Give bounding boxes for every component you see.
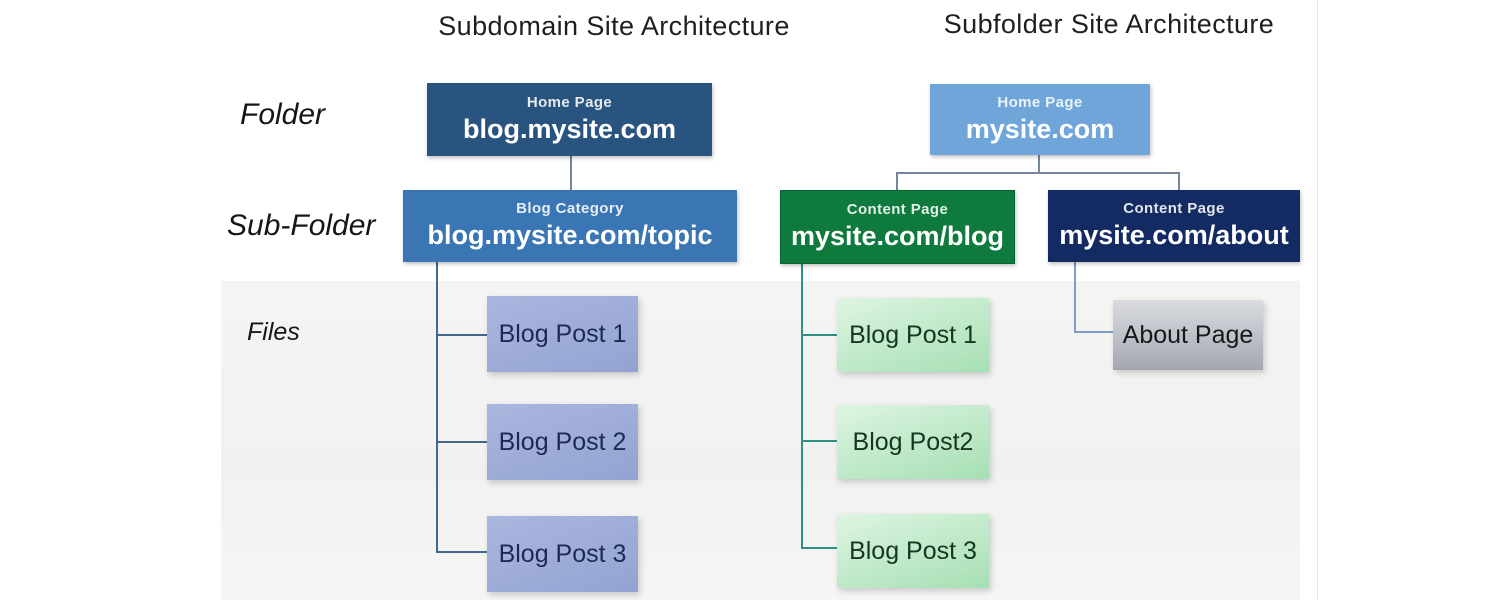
connector-subdomain-post2-stub (437, 441, 487, 443)
connector-subfolder-files-trunk (801, 262, 803, 549)
connector-subfolder-about-drop (1178, 172, 1180, 191)
connector-subfolder-post2-stub (802, 440, 838, 442)
subdomain-blog-post-3: Blog Post 3 (487, 516, 638, 592)
connector-about-horizontal (1074, 331, 1114, 333)
about-page-label: About Page (1122, 320, 1254, 349)
connector-subdomain-home-to-category (570, 156, 572, 191)
about-page-node: About Page (1113, 300, 1263, 370)
node-url: blog.mysite.com (462, 113, 677, 144)
post-label: Blog Post 2 (498, 427, 627, 456)
page-type-label: Home Page (997, 93, 1083, 111)
subfolder-blog-post-2: Blog Post2 (837, 405, 989, 479)
connector-subfolder-post3-stub (802, 547, 838, 549)
subdomain-category-node: Blog Category blog.mysite.com/topic (403, 190, 737, 262)
connector-subdomain-post1-stub (437, 334, 487, 336)
node-url: mysite.com/about (1059, 220, 1289, 251)
node-url: blog.mysite.com/topic (427, 220, 713, 251)
subdomain-home-node: Home Page blog.mysite.com (427, 83, 712, 156)
connector-about-vertical (1074, 262, 1076, 333)
post-label: Blog Post 1 (498, 319, 627, 348)
post-label: Blog Post 1 (849, 320, 977, 349)
subdomain-architecture-title: Subdomain Site Architecture (438, 11, 790, 41)
subfolder-blog-post-3: Blog Post 3 (837, 514, 989, 588)
connector-subfolder-home-stub (1038, 155, 1040, 173)
subfolder-about-node: Content Page mysite.com/about (1048, 190, 1300, 262)
node-url: mysite.com/blog (790, 221, 1005, 252)
subdomain-blog-post-1: Blog Post 1 (487, 296, 638, 372)
connector-subdomain-post3-stub (437, 551, 487, 553)
subfolder-home-node: Home Page mysite.com (930, 84, 1150, 155)
page-type-label: Blog Category (516, 200, 624, 218)
row-label-folder: Folder (240, 98, 326, 131)
subfolder-architecture-title: Subfolder Site Architecture (943, 9, 1275, 39)
row-label-subfolder: Sub-Folder (227, 209, 376, 242)
post-label: Blog Post 3 (849, 536, 977, 565)
post-label: Blog Post 3 (498, 539, 627, 568)
subfolder-blog-post-1: Blog Post 1 (837, 298, 989, 372)
vertical-divider-line (1317, 0, 1318, 600)
connector-subfolder-branch-horizontal (896, 172, 1180, 174)
row-label-files: Files (247, 318, 300, 346)
page-type-label: Home Page (526, 93, 613, 111)
connector-subfolder-blog-drop (896, 172, 898, 191)
node-url: mysite.com (965, 113, 1115, 144)
connector-subfolder-post1-stub (802, 334, 838, 336)
connector-subdomain-files-trunk (436, 262, 438, 553)
post-label: Blog Post2 (852, 427, 974, 456)
page-type-label: Content Page (846, 201, 949, 219)
subdomain-blog-post-2: Blog Post 2 (487, 404, 638, 480)
page-type-label: Content Page (1123, 200, 1225, 218)
subfolder-blog-node: Content Page mysite.com/blog (780, 190, 1015, 264)
